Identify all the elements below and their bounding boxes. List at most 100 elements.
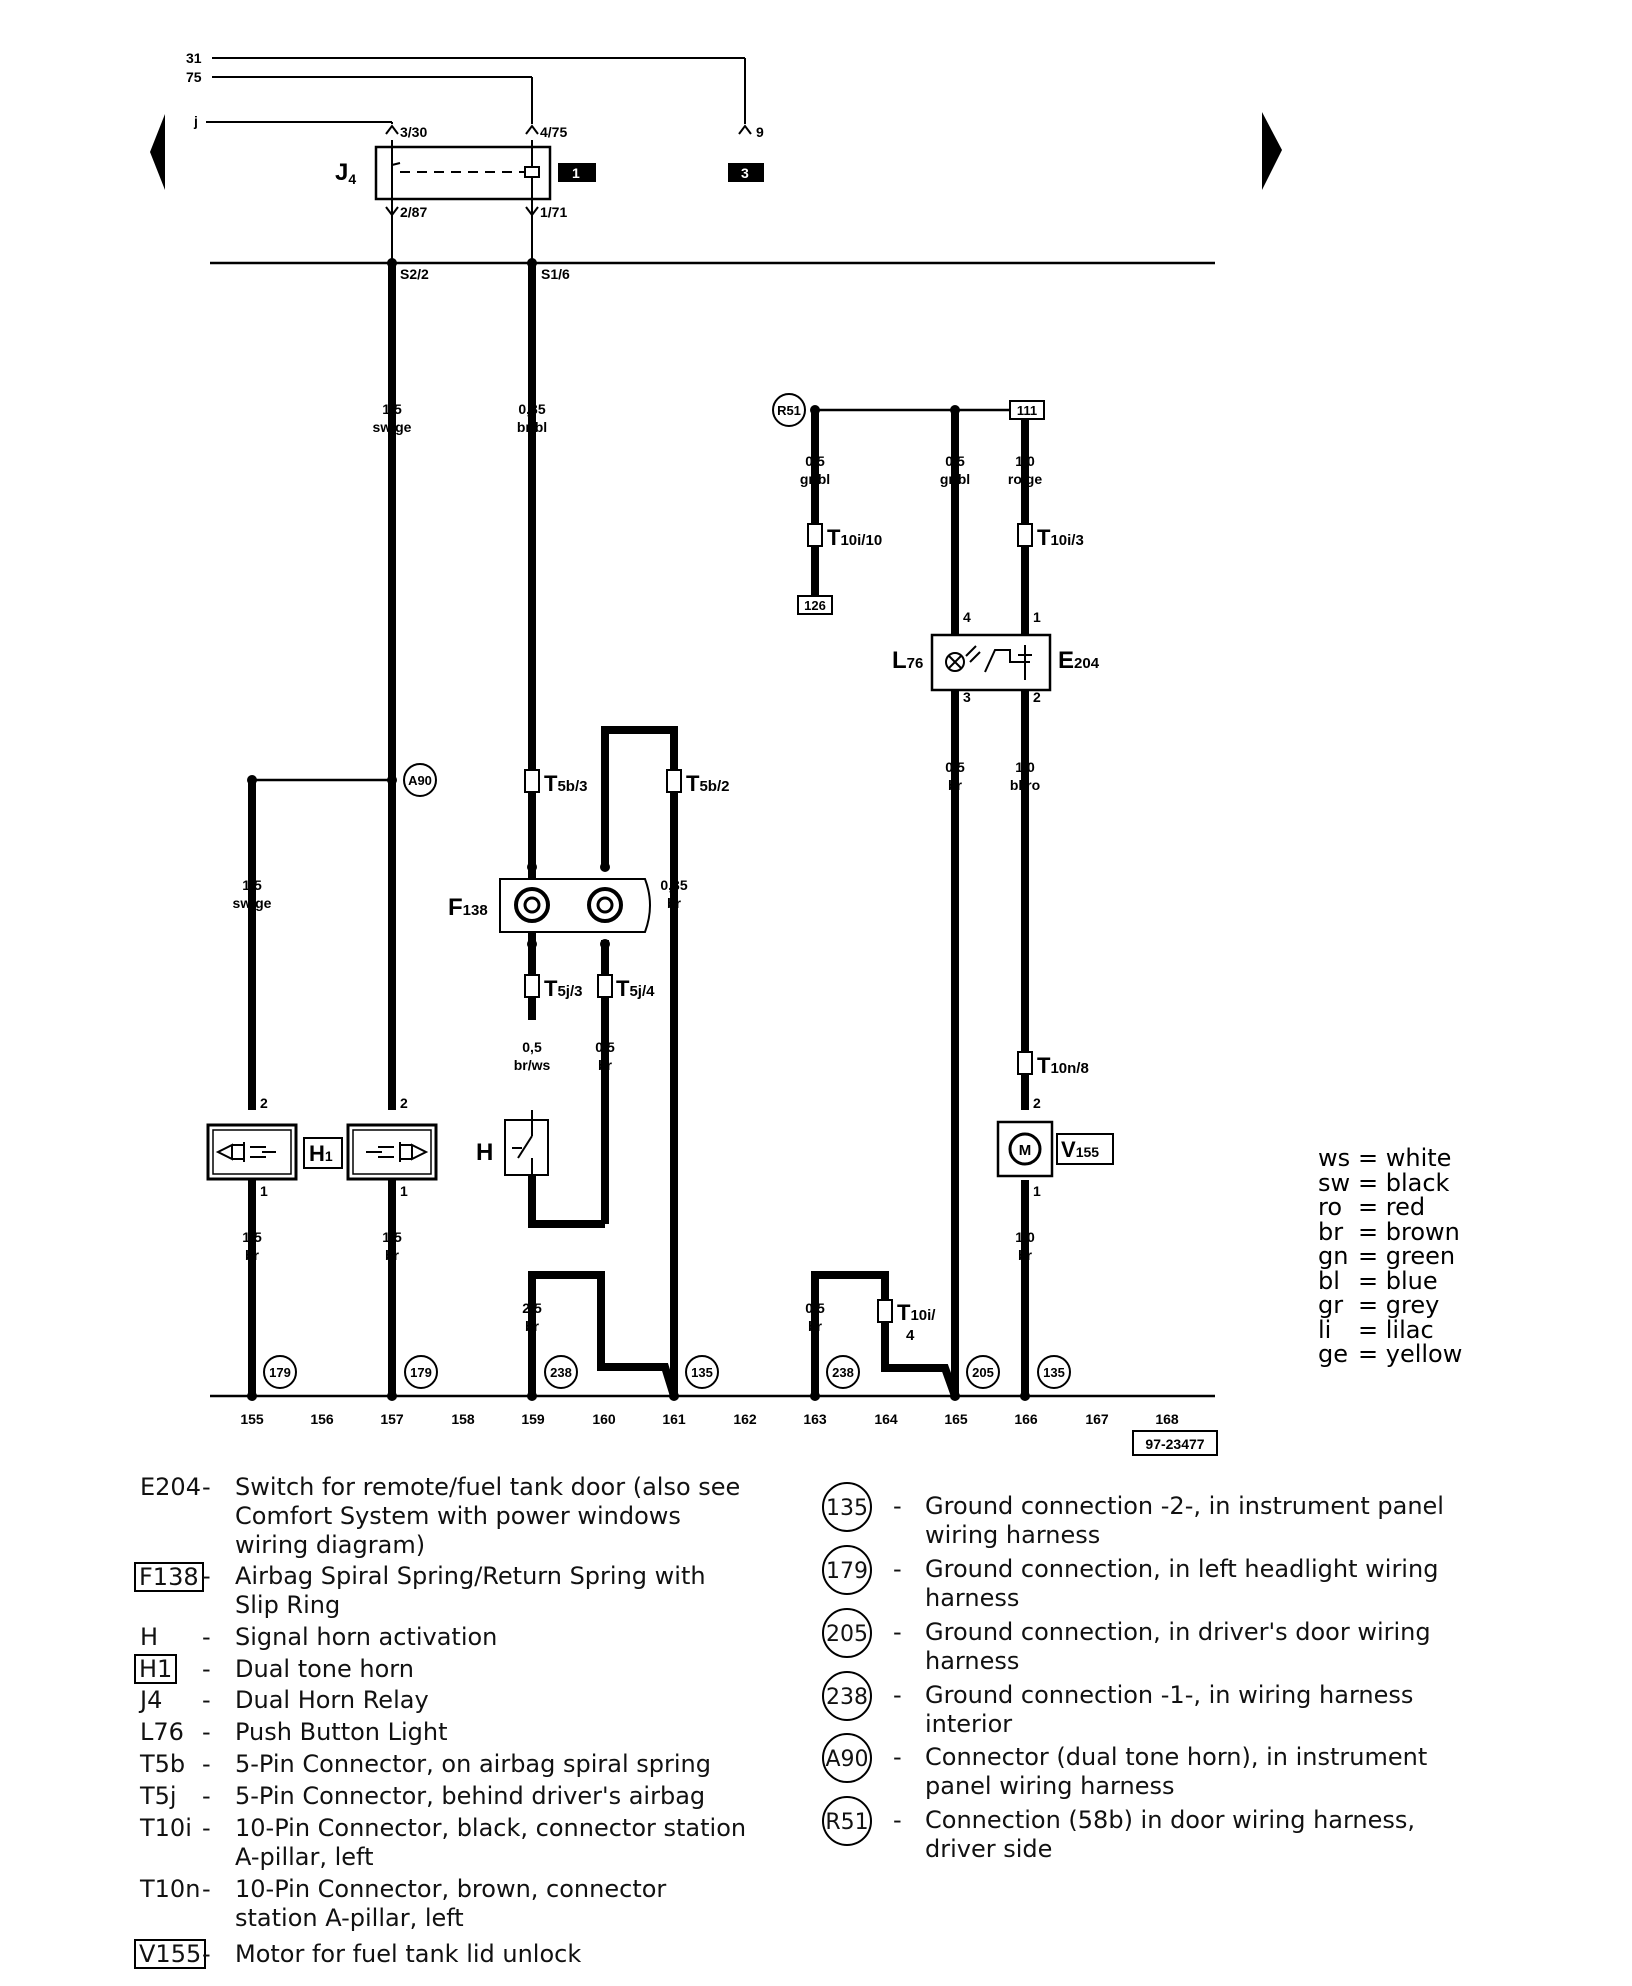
- ref-box-111: [1009, 400, 1045, 420]
- horn-right-box: [346, 1123, 438, 1181]
- wire-label: 1,0: [1015, 453, 1035, 469]
- connector-t5j3-label: T5j/3: [544, 976, 582, 1001]
- next-page-arrow-icon[interactable]: [1262, 112, 1282, 190]
- legend-code: J4: [140, 1686, 163, 1714]
- horn-switch-label: H: [476, 1139, 493, 1166]
- svg-text:2: 2: [1033, 1095, 1041, 1111]
- legend-connector-circle: A90: [822, 1733, 872, 1783]
- wire-label: bl/ro: [1010, 777, 1040, 793]
- horn-right-icon: [366, 1142, 429, 1162]
- ground-135: [1037, 1355, 1071, 1389]
- wire-label: 0,5: [805, 1300, 825, 1316]
- legend-desc: Ground connection -2-, in instrument pan…: [925, 1492, 1444, 1549]
- wire-label: gr/bl: [800, 471, 830, 487]
- svg-text:3: 3: [741, 165, 749, 181]
- wire-label: 1,0: [1015, 759, 1035, 775]
- track-number: 162: [733, 1411, 757, 1427]
- track-number: 163: [803, 1411, 827, 1427]
- wire-label: 0,5: [945, 453, 965, 469]
- label-75: 75: [186, 69, 202, 85]
- ref-r51: [772, 393, 806, 427]
- relay-j4-label: J4: [335, 159, 356, 187]
- wire-label: 0,5: [805, 453, 825, 469]
- wire-label: br: [948, 777, 963, 793]
- motor-icon: [1008, 1132, 1042, 1166]
- wire-label: br: [525, 1318, 540, 1334]
- wire-label: 1,5: [242, 1229, 262, 1245]
- svg-text:2: 2: [1033, 689, 1041, 705]
- horn-left-box: [206, 1123, 298, 1181]
- previous-page-arrow-icon[interactable]: [150, 114, 165, 190]
- legend-desc: Ground connection -1-, in wiring harness…: [925, 1681, 1414, 1738]
- connector-t10i10-label: T10i/10: [827, 525, 882, 550]
- color-legend-item: li= lilac: [1318, 1315, 1434, 1344]
- wire-label: 1,0: [1015, 1229, 1035, 1245]
- wire-label: br: [385, 1247, 400, 1263]
- svg-text:M: M: [1019, 1142, 1032, 1159]
- ground-179: [404, 1355, 438, 1389]
- legend-desc: Connection (58b) in door wiring harness,…: [925, 1806, 1416, 1863]
- h1-label-box: [303, 1137, 343, 1169]
- legend-desc: Motor for fuel tank lid unlock: [235, 1940, 582, 1968]
- push-switch-icon: [984, 649, 1030, 673]
- connector-t10n8-icon: [1017, 1051, 1033, 1075]
- legend-ground-circle: 238: [822, 1671, 872, 1721]
- legend-ground-circle: 179: [822, 1545, 872, 1595]
- track-number: 161: [662, 1411, 686, 1427]
- svg-text:R51: R51: [777, 403, 801, 418]
- connector-t5j4-icon: [597, 974, 613, 998]
- color-legend-item: ge= yellow: [1318, 1340, 1463, 1368]
- f138-coil-2-icon: [587, 887, 623, 923]
- track-number: 157: [380, 1411, 404, 1427]
- connector-t5b2-icon: [666, 769, 682, 793]
- ref-box-1: [558, 163, 596, 182]
- legend-connector-circle: R51: [822, 1796, 872, 1846]
- track-number: 164: [874, 1411, 898, 1427]
- ground-238: [826, 1355, 860, 1389]
- figure-code-box: [1132, 1430, 1218, 1456]
- svg-text:1: 1: [1033, 609, 1041, 625]
- ground-205: [966, 1355, 1000, 1389]
- connector-t10i3-label: T10i/3: [1037, 525, 1084, 550]
- legend-desc: Dual tone horn: [235, 1655, 414, 1683]
- color-legend-item: ws= white: [1318, 1144, 1452, 1172]
- color-legend-item: sw= black: [1318, 1168, 1450, 1197]
- legend-ground-circle: 205: [822, 1608, 872, 1658]
- legend-desc: 10-Pin Connector, black, connector stati…: [235, 1814, 747, 1871]
- connector-t5b3-label: T5b/3: [544, 771, 587, 796]
- ground-135: [685, 1355, 719, 1389]
- svg-text:1/71: 1/71: [540, 204, 567, 220]
- pin-label-9: 9: [756, 124, 764, 140]
- svg-text:2/87: 2/87: [400, 204, 427, 220]
- connector-t10i10-icon: [807, 523, 823, 547]
- svg-text:S2/2: S2/2: [400, 266, 429, 282]
- wire-label: br/bl: [517, 419, 547, 435]
- wire-label: br: [808, 1318, 823, 1334]
- pin-label-4-75: 4/75: [540, 124, 567, 140]
- relay-j4-box: [374, 145, 552, 201]
- svg-text:126: 126: [804, 598, 826, 613]
- label-j: j: [193, 113, 198, 129]
- legend-desc: Airbag Spiral Spring/Return Spring with …: [235, 1562, 706, 1619]
- svg-text:111: 111: [1017, 403, 1037, 418]
- f138-coil-1-icon: [514, 887, 550, 923]
- color-legend-item: br= brown: [1318, 1217, 1460, 1246]
- track-number: 165: [944, 1411, 968, 1427]
- wire-label: 2,5: [522, 1300, 542, 1316]
- wire-label: 0,5: [522, 1039, 542, 1055]
- svg-text:179: 179: [410, 1365, 432, 1380]
- wire-label: 0,5: [945, 759, 965, 775]
- track-number: 168: [1155, 1411, 1179, 1427]
- track-number: 155: [240, 1411, 264, 1427]
- v155-label: V155: [1061, 1137, 1099, 1162]
- legend-desc: 10-Pin Connector, brown, connector stati…: [235, 1875, 667, 1932]
- svg-text:1: 1: [572, 165, 580, 181]
- track-number: 156: [310, 1411, 334, 1427]
- h1-label: H1: [309, 1141, 333, 1166]
- track-number: 166: [1014, 1411, 1038, 1427]
- horn-switch-box: [504, 1119, 549, 1176]
- horn-left-icon: [215, 1142, 276, 1162]
- pin-arrow-4-75: [525, 124, 539, 135]
- legend-code: E204: [140, 1473, 201, 1501]
- wire-label: 1,5: [382, 1229, 402, 1245]
